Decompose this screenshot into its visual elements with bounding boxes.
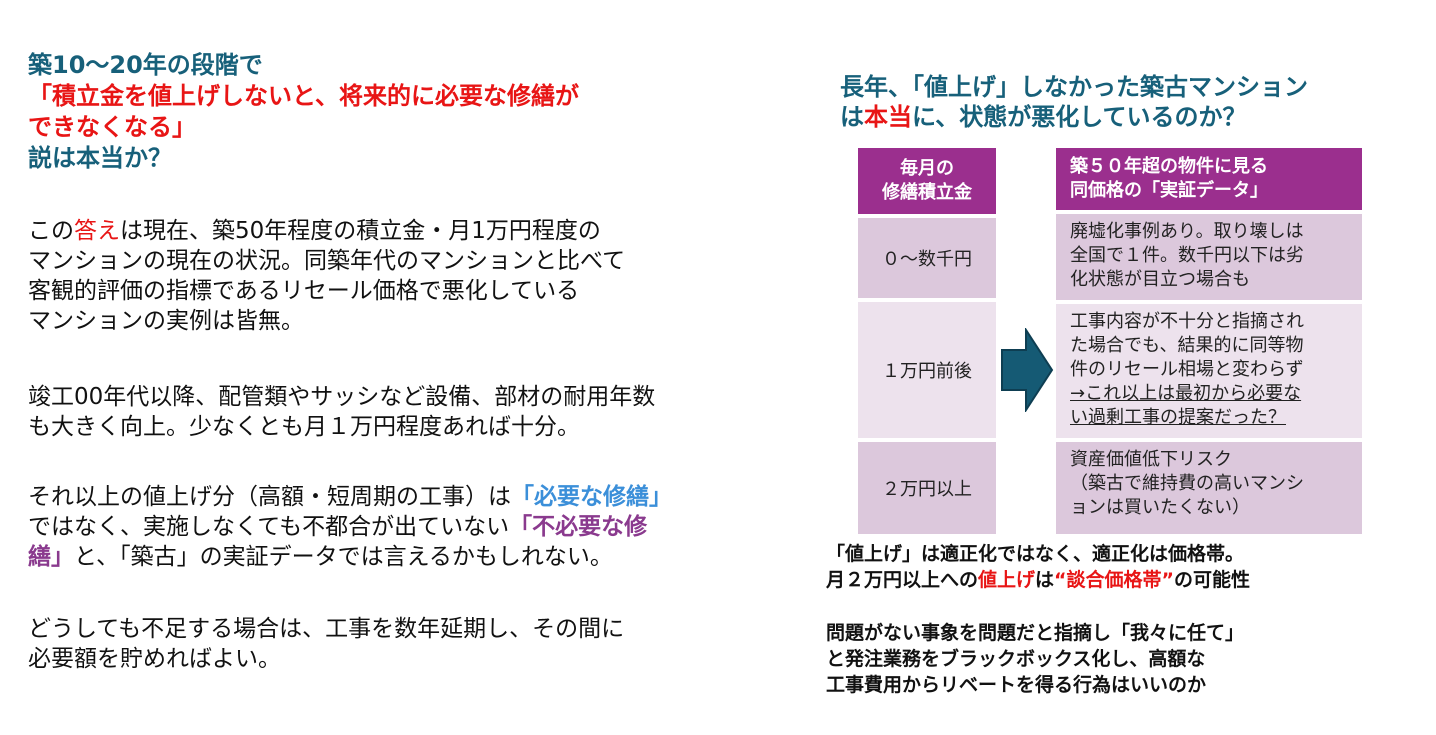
para1-text1: この (28, 218, 74, 244)
paragraph-postpone: どうしても不足する場合は、工事を数年延期し、その間に 必要額を貯めればよい。 (28, 616, 625, 672)
note1-highlight-collusion: “談合価格帯” (1054, 569, 1175, 591)
note-rebate: 問題がない事象を問題だと指摘し「我々に任て」 と発注業務をブラックボックス化し、… (826, 622, 1245, 696)
right-heading: 長年、「値上げ」しなかった築古マンション は本当に、状態が悪化しているのか？ (840, 72, 1308, 132)
right-heading-line2: は本当に、状態が悪化しているのか？ (840, 102, 1308, 132)
row-text-body: 工事内容が不十分と指摘され た場合でも、結果的に同等物 件のリセール相場と変わら… (1070, 311, 1304, 380)
para3-text3: ではなく、実施しなくても不都合が出ていない (28, 514, 510, 540)
note1-line1: 「値上げ」は適正化ではなく、適正化は価格帯。 (826, 543, 1245, 565)
table-row-label: ２万円以上 (858, 442, 996, 534)
right-heading-text-c: に、状態が悪化しているのか？ (912, 103, 1247, 131)
table-row-text: 資産価値低下リスク （築古で維持費の高いマンシ ョンは買いたくない） (1056, 442, 1362, 534)
note1-text-a: 月２万円以上への (826, 569, 979, 591)
note1-text-c: は (1035, 569, 1055, 591)
right-arrow-icon (1001, 328, 1054, 412)
paragraph-answer: この答えは現在、築50年程度の積立金・月1万円程度の マンションの現在の状況。同… (28, 216, 625, 336)
paragraph-necessary-repairs: それ以上の値上げ分（高額・短周期の工事）は「必要な修繕」 ではなく、実施しなくて… (28, 482, 672, 572)
right-heading-text-a: は (840, 103, 864, 131)
para1-text3: は現在、築50年程度の積立金・月1万円程度の マンションの現在の状況。同築年代の… (28, 218, 626, 334)
right-heading-highlight: 本当 (864, 103, 912, 131)
right-heading-line1: 長年、「値上げ」しなかった築古マンション (840, 73, 1308, 101)
table-header-right: 築５０年超の物件に見る 同価格の「実証データ」 (1056, 148, 1362, 210)
para1-answer-highlight: 答え (74, 218, 120, 244)
left-heading-line4: 説は本当か？ (28, 144, 172, 172)
note1-highlight-increase: 値上げ (978, 569, 1036, 591)
left-heading-line2: 「積立金を値上げしないと、将来的に必要な修繕が (28, 82, 580, 110)
table-row-label: ０〜数千円 (858, 218, 996, 298)
table-row-label: １万円前後 (858, 302, 996, 438)
para3-unnecessary-highlight: 「不必要な修 繕」 (28, 514, 648, 570)
note-price-range: 「値上げ」は適正化ではなく、適正化は価格帯。 月２万円以上への値上げは“談合価格… (826, 541, 1250, 593)
paragraph-durability: 竣工00年代以降、配管類やサッシなど設備、部材の耐用年数 も大きく向上。少なくと… (28, 384, 656, 440)
note1-text-e: の可能性 (1174, 569, 1251, 591)
left-heading-line1: 築10〜20年の段階で (28, 51, 263, 79)
table-row-text: 工事内容が不十分と指摘され た場合でも、結果的に同等物 件のリセール相場と変わら… (1056, 304, 1362, 438)
row-text-underlined: →これ以上は最初から必要な い過剰工事の提案だった？ (1070, 383, 1302, 428)
para3-necessary-highlight: 「必要な修繕」 (511, 484, 672, 510)
para3-text5: と、「築古」の実証データでは言えるかもしれない。 (74, 544, 613, 570)
note1-line2: 月２万円以上への値上げは“談合価格帯”の可能性 (826, 567, 1250, 593)
para3-text1: それ以上の値上げ分（高額・短周期の工事）は (28, 484, 511, 510)
table-header-left: 毎月の 修繕積立金 (858, 148, 996, 214)
table-row-text: 廃墟化事例あり。取り壊しは 全国で１件。数千円以下は劣 化状態が目立つ場合も (1056, 214, 1362, 300)
left-heading-line3: できなくなる」 (28, 113, 196, 141)
left-heading: 築10〜20年の段階で 「積立金を値上げしないと、将来的に必要な修繕が できなく… (28, 50, 579, 174)
